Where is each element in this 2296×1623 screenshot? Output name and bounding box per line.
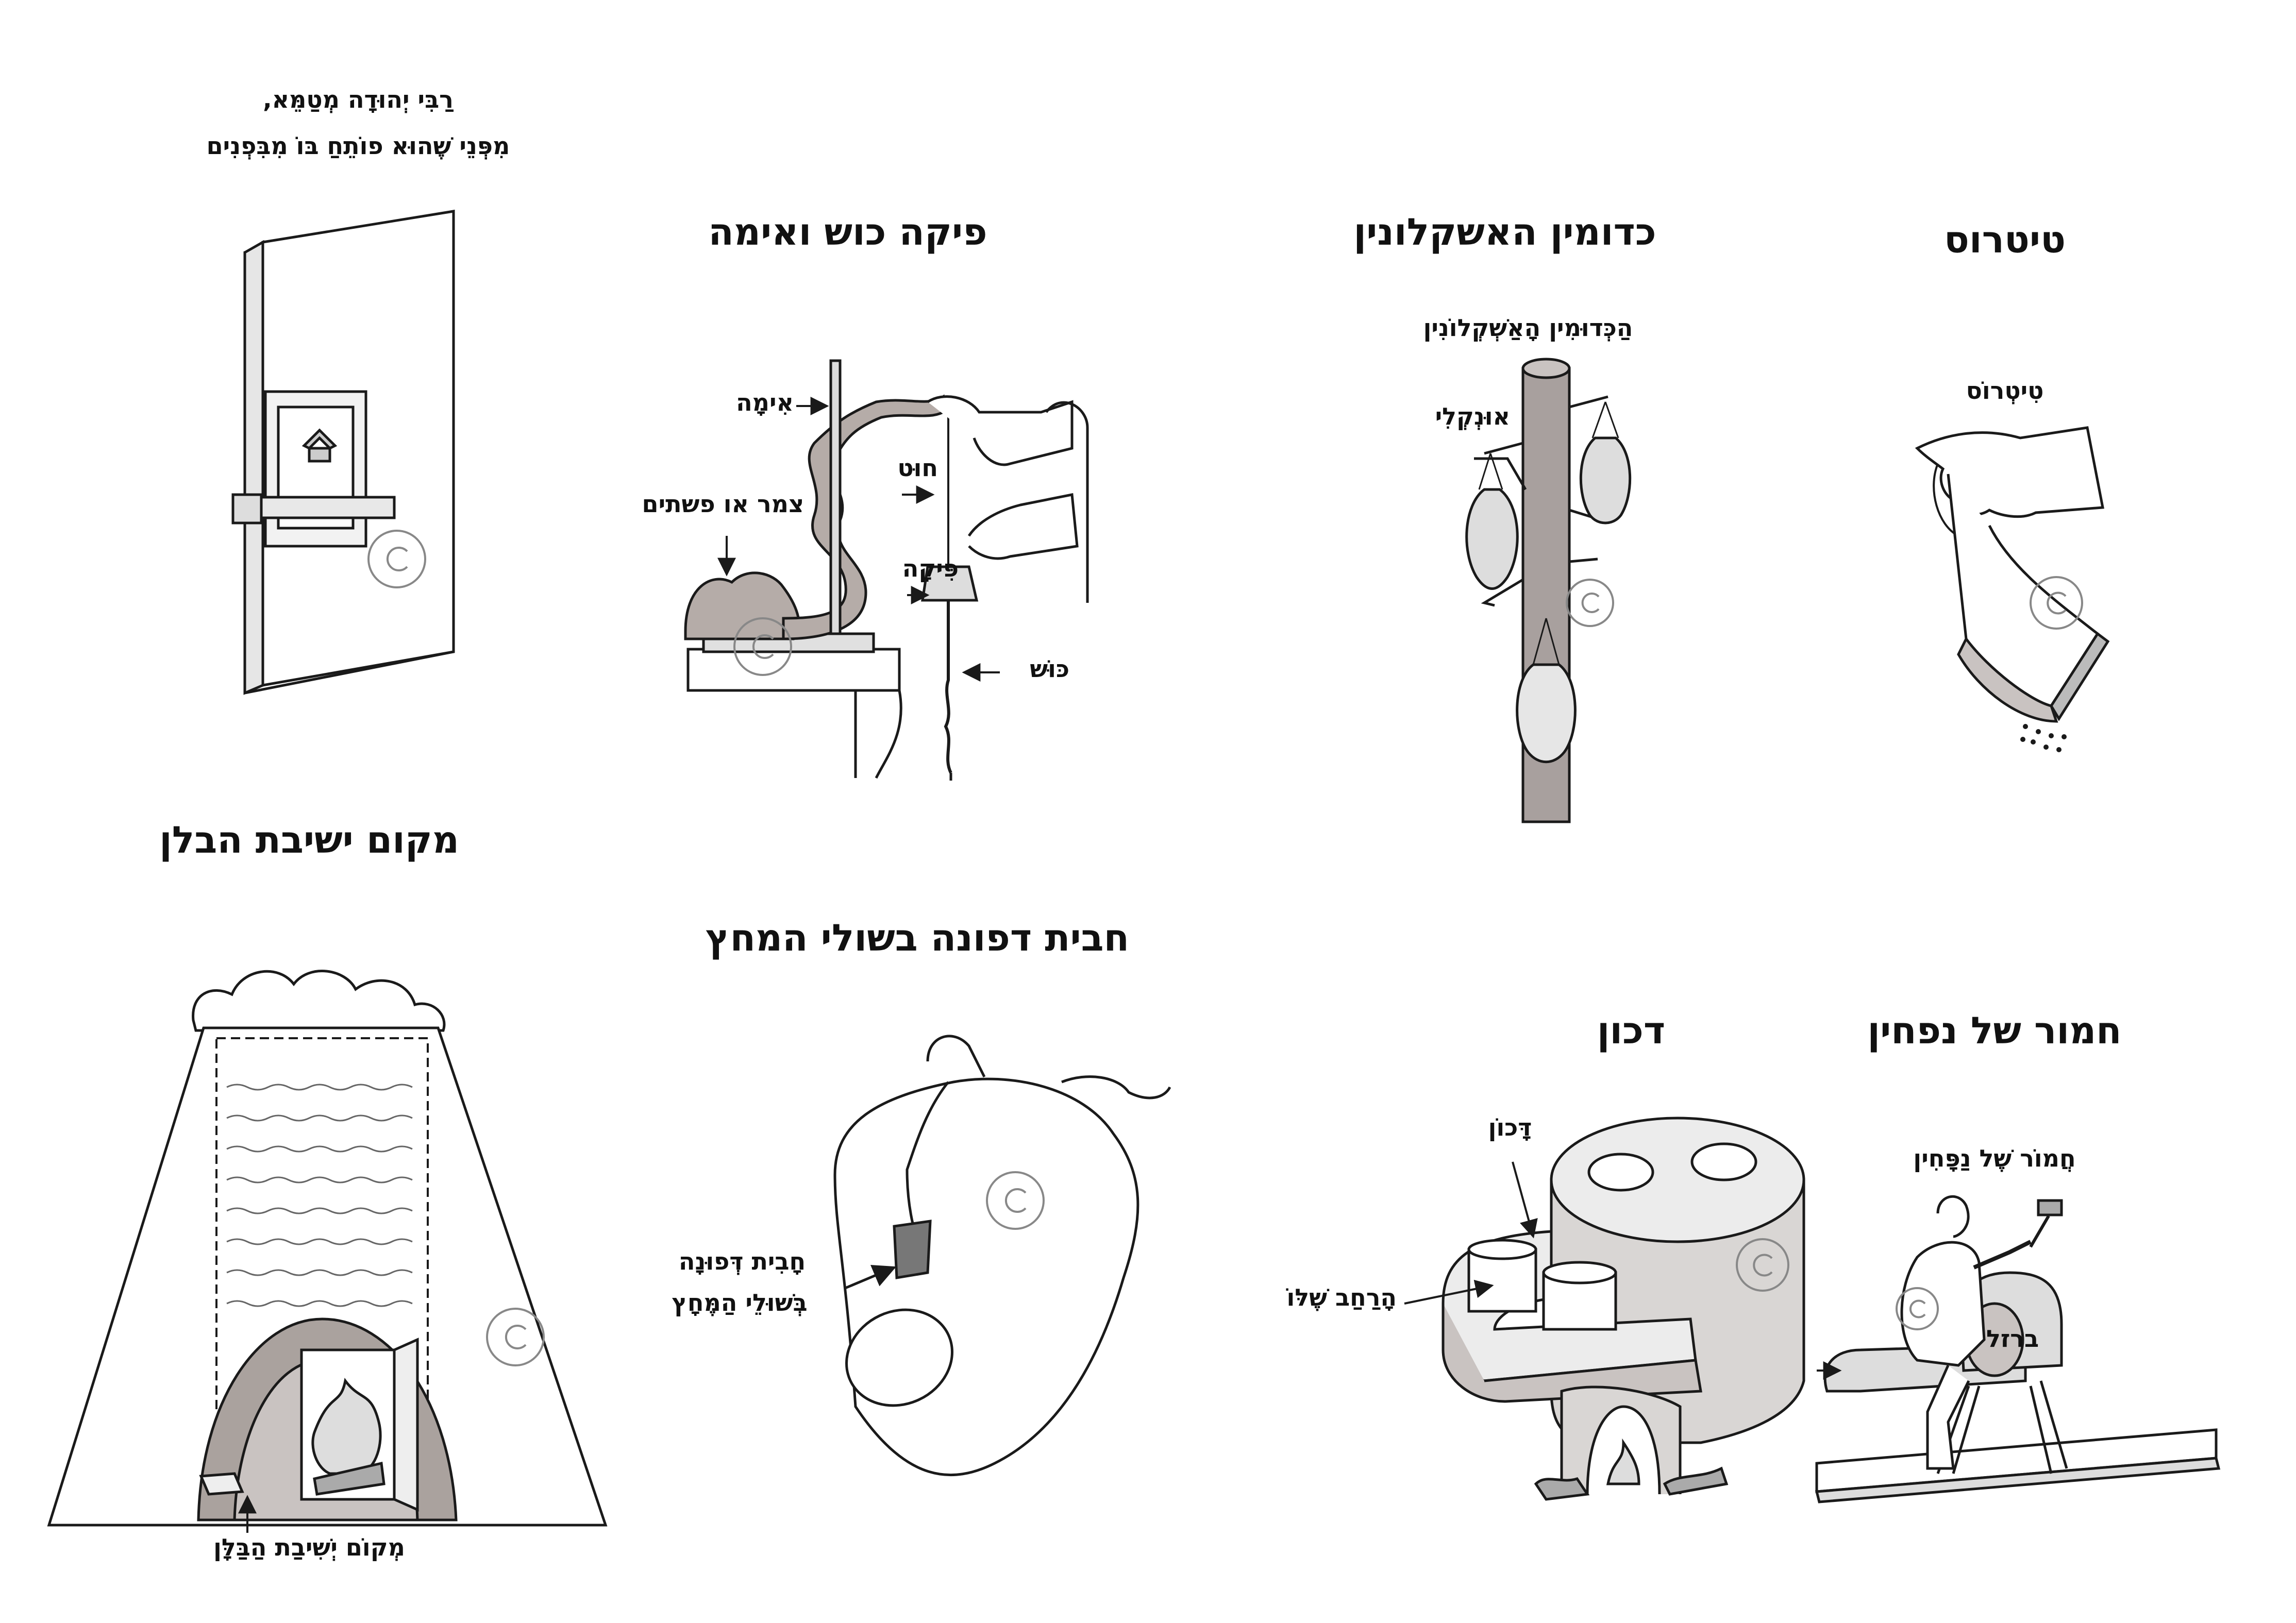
- label-kedumin: הַכְּדוּמִין הָאַשְׁקְלוֹנִין: [1423, 314, 1633, 342]
- oven-door-quote-line2: מִפְּנֵי שֶׁהוּא פוֹתֵחַ בּוֹ מִבִּפְנִי…: [206, 132, 510, 160]
- label-iron: ברזל: [1986, 1325, 2039, 1352]
- titros-title: טיטרוס: [1943, 218, 2066, 261]
- label-hook: אוּנְקְלִי: [1435, 402, 1510, 430]
- barrel-illustration: [833, 1035, 1171, 1476]
- label-chut: חוּט: [897, 454, 938, 482]
- label-kush: כּוּשׁ: [1030, 655, 1069, 683]
- dukhan-title: דכון: [1597, 1009, 1666, 1052]
- spinning-tools-illustration: [684, 359, 1089, 781]
- oven-door-illustration: [231, 209, 455, 695]
- label-chavit-line1: חָבִית דְּפוּנָה: [678, 1247, 806, 1275]
- chavit-arrow: [845, 1264, 897, 1290]
- dukhan-arrows: [1404, 1161, 1538, 1305]
- label-chavit-line2: בְּשׁוּלֵי הַמֶּחָץ: [672, 1289, 808, 1316]
- pika-title: פיקה כוש ואימה: [708, 210, 987, 253]
- bathhouse-illustration: [47, 970, 608, 1527]
- label-tzemer: צמר או פשתים: [642, 490, 804, 518]
- label-pika: פִּיקָה: [902, 554, 959, 582]
- chavit-title: חבית דפונה בשולי המחץ: [705, 916, 1130, 959]
- label-shelf: הָרַחַב שֶׁלּוֹ: [1286, 1283, 1397, 1311]
- copyright-icon: [486, 1308, 545, 1366]
- copyright-icon: [2030, 576, 2083, 630]
- kedumin-title: כדומין האשקלונין: [1353, 210, 1656, 253]
- copyright-icon: [367, 530, 426, 588]
- dukhan-stove-illustration: [1442, 1117, 1805, 1501]
- copyright-icon: [1736, 1238, 1789, 1292]
- pika-arrows: [717, 397, 1000, 682]
- oven-door-quote-line1: רַבִּי יְהוּדָה מְטַמֵּא,: [263, 86, 454, 113]
- copyright-icon: [733, 617, 792, 676]
- copyright-icon: [1566, 579, 1614, 627]
- label-chamor: חֲמוֹר שֶׁל נַפָּחִין: [1913, 1144, 2076, 1172]
- label-titros: טִיטְרוֹס: [1966, 377, 2044, 404]
- label-ima: אִימָה: [736, 388, 794, 416]
- titros-vessel-illustration: [1915, 426, 2110, 752]
- copyright-icon: [986, 1171, 1045, 1230]
- chamor-title: חמור של נפחין: [1867, 1009, 2122, 1052]
- balan-title: מקום ישיבת הבלן: [159, 818, 459, 861]
- copyright-icon: [1896, 1287, 1939, 1330]
- blacksmith-bench-illustration: [1815, 1195, 2221, 1503]
- label-balan: מְקוֹם יְשִׁיבַת הַבַּלָּן: [213, 1533, 405, 1561]
- pole-with-jars-illustration: [1465, 358, 1632, 823]
- label-dukhan: דָּכוֹן: [1488, 1113, 1532, 1141]
